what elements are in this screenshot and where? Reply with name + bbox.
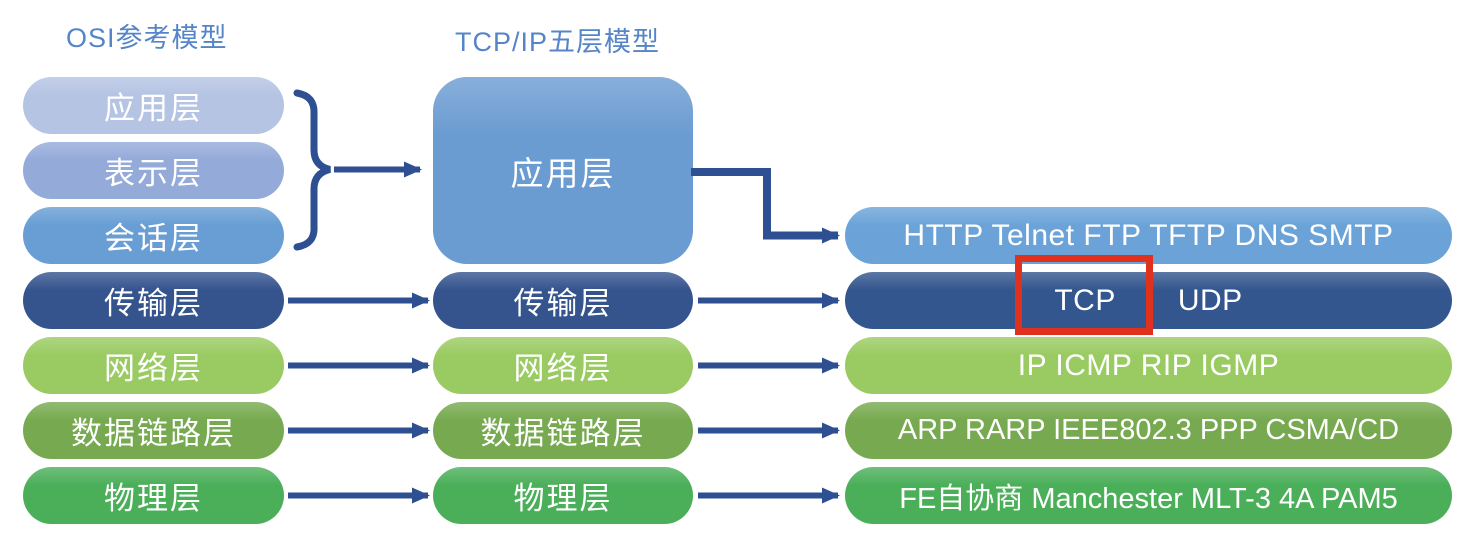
osi-layer-application: 应用层 [23,77,284,134]
osi-model-title: OSI参考模型 [66,23,228,53]
tcpip-layer-transport: 传输层 [433,272,693,329]
tcpip-layer-network: 网络层 [433,337,693,394]
tcpip-layer-application: 应用层 [433,77,693,264]
tcpip-layer-stack: 应用层 传输层 网络层 数据链路层 物理层 [433,77,693,524]
protocols-application: HTTP Telnet FTP TFTP DNS SMTP [845,207,1452,264]
osi-top-layers-brace [293,89,331,251]
tcp-label: TCP [1054,283,1116,317]
tcpip-layer-physical: 物理层 [433,467,693,524]
udp-label: UDP [1177,283,1243,317]
protocols-physical: FE自协商 Manchester MLT-3 4A PAM5 [845,467,1452,524]
osi-layer-physical: 物理层 [23,467,284,524]
tcpip-layer-datalink: 数据链路层 [433,402,693,459]
osi-layer-presentation: 表示层 [23,142,284,199]
osi-layer-network: 网络层 [23,337,284,394]
protocols-network: IP ICMP RIP IGMP [845,337,1452,394]
tcpip-model-title: TCP/IP五层模型 [455,27,661,57]
tcp-highlight-box [1015,255,1153,335]
osi-layer-datalink: 数据链路层 [23,402,284,459]
osi-layer-session: 会话层 [23,207,284,264]
osi-layer-stack: 应用层 表示层 会话层 传输层 网络层 数据链路层 物理层 [23,77,284,524]
arrow-application-to-protocols [691,168,840,244]
protocols-datalink: ARP RARP IEEE802.3 PPP CSMA/CD [845,402,1452,459]
osi-layer-transport: 传输层 [23,272,284,329]
